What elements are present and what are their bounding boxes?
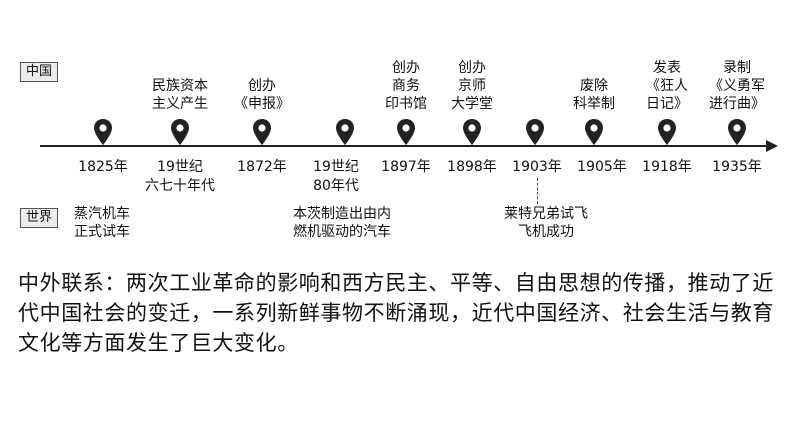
- china-event: 民族资本主义产生: [152, 78, 208, 112]
- year-label: 1918年: [642, 159, 692, 175]
- world-event: 莱特兄弟试飞飞机成功: [504, 206, 588, 240]
- world-event: 本茨制造出由内燃机驱动的汽车: [293, 206, 391, 240]
- year-label: 1935年: [712, 159, 762, 175]
- timeline-axis: [40, 145, 768, 147]
- china-event: 创办商务印书馆: [385, 60, 427, 112]
- year-label: 1825年: [78, 159, 128, 175]
- location-pin-icon: [336, 119, 354, 145]
- location-pin-icon: [397, 119, 415, 145]
- dashed-connector: [537, 178, 538, 204]
- location-pin-icon: [658, 119, 676, 145]
- china-label: 中国: [20, 62, 59, 82]
- summary-text: 中外联系：两次工业革命的影响和西方民主、平等、自由思想的传播，推动了近代中国社会…: [18, 271, 774, 355]
- location-pin-icon: [526, 119, 544, 145]
- china-event: 发表《狂人日记》: [646, 60, 688, 112]
- location-pin-icon: [171, 119, 189, 145]
- year-label: 19世纪六七十年代: [145, 159, 215, 194]
- china-event: 创办《申报》: [234, 78, 290, 112]
- year-label: 1903年: [512, 159, 562, 175]
- world-label: 世界: [20, 208, 59, 228]
- china-event: 录制《义勇军进行曲》: [709, 60, 765, 112]
- china-event: 创办京师大学堂: [451, 60, 493, 112]
- year-label: 1897年: [381, 159, 431, 175]
- world-event: 蒸汽机车正式试车: [74, 206, 130, 240]
- location-pin-icon: [94, 119, 112, 145]
- year-label: 1898年: [447, 159, 497, 175]
- location-pin-icon: [585, 119, 603, 145]
- location-pin-icon: [728, 119, 746, 145]
- location-pin-icon: [253, 119, 271, 145]
- timeline-arrowhead: [766, 140, 778, 152]
- year-label: 1872年: [237, 159, 287, 175]
- year-label: 1905年: [577, 159, 627, 175]
- location-pin-icon: [463, 119, 481, 145]
- china-event: 废除科举制: [573, 78, 615, 112]
